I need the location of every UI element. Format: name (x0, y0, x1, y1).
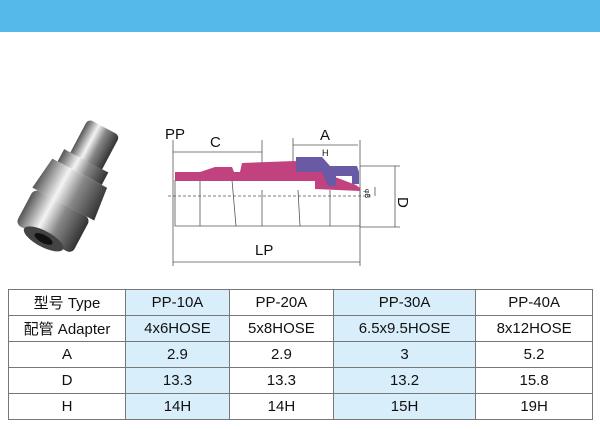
cell: 8x12HOSE (475, 315, 593, 342)
header-band (0, 0, 600, 32)
dim-d-label: D (394, 197, 411, 208)
dim-a-label: A (320, 127, 330, 144)
cell: 4x6HOSE (125, 315, 230, 342)
cell: PP-10A (125, 289, 230, 316)
row-header: D (8, 367, 126, 394)
row-header: A (8, 341, 126, 368)
cell: 2.9 (228, 341, 334, 368)
dim-c-label: C (210, 134, 221, 151)
spec-table: 型号 Type PP-10A PP-20A PP-30A PP-40A 配管 A… (8, 289, 593, 420)
cell: 13.3 (125, 367, 230, 394)
product-illustration: PP C A H D φB LP (17, 120, 411, 266)
cell: 13.3 (228, 367, 334, 394)
cell: PP-20A (228, 289, 334, 316)
dim-h-label: H (322, 148, 329, 158)
dimension-drawing (168, 138, 400, 266)
table-row-h: H 14H 14H 15H 19H (8, 393, 593, 420)
cell: 5x8HOSE (228, 315, 334, 342)
model-label: PP (165, 126, 185, 143)
cell: 13.2 (332, 367, 477, 394)
row-header: 型号 Type (8, 289, 126, 316)
cell: 19H (475, 393, 593, 420)
table-row-type: 型号 Type PP-10A PP-20A PP-30A PP-40A (8, 289, 593, 316)
cell: 2.9 (125, 341, 230, 368)
cell: PP-30A (332, 289, 477, 316)
dim-lp-label: LP (255, 242, 273, 259)
cell: 5.2 (475, 341, 593, 368)
sleeve-nut (296, 157, 359, 186)
plug-body (175, 161, 360, 191)
row-header: 配管 Adapter (8, 315, 126, 342)
cell: 15.8 (475, 367, 593, 394)
cell: 15H (332, 393, 477, 420)
cell: 6.5x9.5HOSE (332, 315, 477, 342)
table-row-d: D 13.3 13.3 13.2 15.8 (8, 367, 593, 394)
table-row-a: A 2.9 2.9 3 5.2 (8, 341, 593, 368)
cell: 3 (332, 341, 477, 368)
coupler-photo (17, 120, 119, 252)
row-header: H (8, 393, 126, 420)
table-row-adapter: 配管 Adapter 4x6HOSE 5x8HOSE 6.5x9.5HOSE 8… (8, 315, 593, 342)
cell: 14H (228, 393, 334, 420)
cell: PP-40A (475, 289, 593, 316)
dim-b-label: φB (363, 189, 370, 199)
cell: 14H (125, 393, 230, 420)
